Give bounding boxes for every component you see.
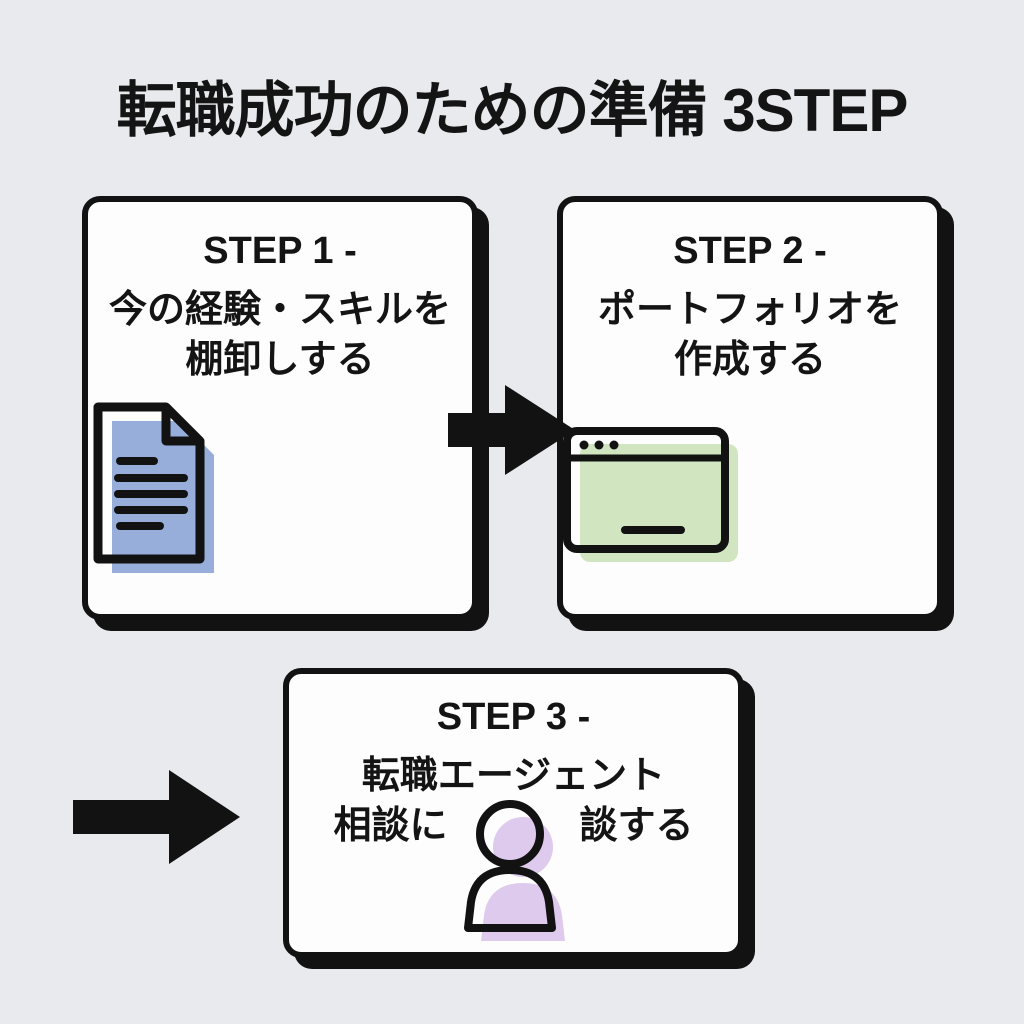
- right-arrow-icon: [448, 385, 575, 475]
- right-arrow-icon: [73, 770, 240, 864]
- step3-line2: 相談に 談する: [289, 801, 738, 851]
- browser-icon: [563, 427, 738, 563]
- step3-icon-wrap: [458, 800, 576, 946]
- step2-heading: STEP 2 -: [673, 230, 827, 272]
- step1-card: STEP 1 - 今の経験・スキルを 棚卸しする: [82, 196, 478, 620]
- document-icon: [93, 402, 214, 574]
- step2-card: STEP 2 - ポートフォリオを 作成する: [557, 196, 943, 620]
- arrow-step1-to-step2: [448, 382, 578, 478]
- person-icon: [464, 800, 565, 941]
- step3-card: STEP 3 - 転職エージェント 相談に 談する: [283, 668, 744, 958]
- step2-line2: 作成する: [673, 339, 826, 382]
- step1-line1: 今の経験・スキルを: [108, 289, 451, 331]
- step3-line1: 転職エージェント: [361, 755, 666, 797]
- step1-heading: STEP 1 -: [203, 230, 357, 272]
- step3-line2-left: 相談に: [333, 805, 448, 848]
- step1-line2: 棚卸しする: [185, 339, 375, 382]
- step3-line2-right: 談する: [579, 805, 694, 848]
- step2-icon-wrap: [563, 427, 937, 569]
- page-title: 転職成功のための準備 3STEP: [116, 77, 909, 144]
- arrow-to-step3: [73, 766, 243, 868]
- step1-icon-wrap: [88, 399, 472, 581]
- step2-line1: ポートフォリオを: [597, 289, 902, 331]
- step3-heading: STEP 3 -: [436, 696, 591, 738]
